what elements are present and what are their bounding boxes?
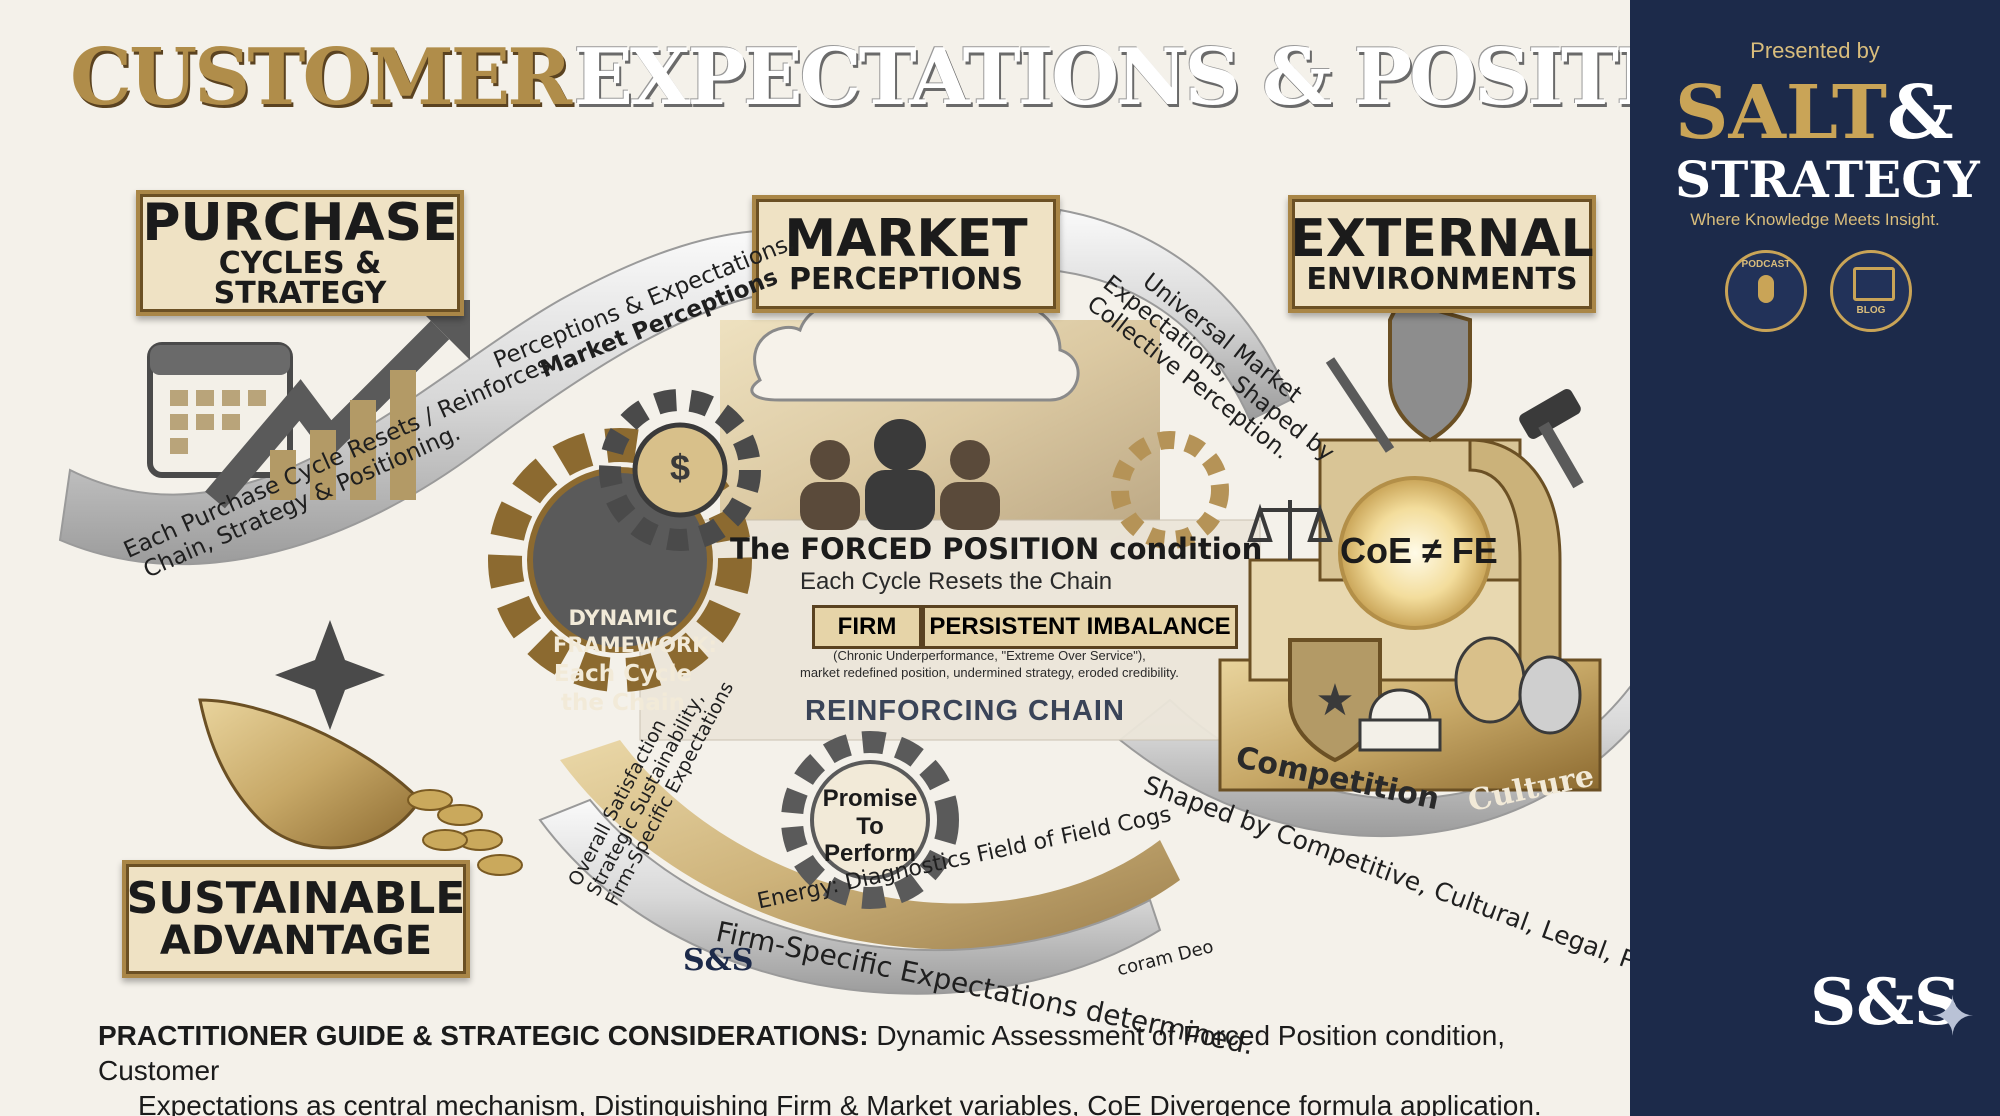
blog-label: BLOG	[1856, 305, 1886, 316]
imbalance-label: PERSISTENT IMBALANCE	[922, 605, 1238, 649]
blog-icon[interactable]: BLOG	[1830, 250, 1912, 332]
footer-line-2: Expectations as central mechanism, Disti…	[138, 1090, 1542, 1116]
rising-arrow-icon	[205, 320, 450, 509]
gear-dollar-icon	[599, 389, 761, 551]
brand-line-2: STRATEGY	[1675, 150, 1980, 209]
capitol-icon	[1358, 688, 1442, 752]
gavel-icon	[1519, 389, 1584, 489]
cornucopia-icon	[198, 698, 422, 850]
dynamic-3: Each Cycle	[553, 660, 693, 687]
forced-note-2: market redefined position, undermined st…	[800, 664, 1179, 680]
box-purchase-small: CYCLES & STRATEGY	[213, 246, 387, 311]
box-sustainable-big: SUSTAINABLE	[126, 873, 466, 924]
dynamic-framework: DYNAMIC FRAMEWORK: Each Cycle the Chain	[553, 605, 717, 719]
forced-subtitle: Each Cycle Resets the Chain	[800, 568, 1113, 595]
dynamic-1: DYNAMIC	[568, 606, 678, 630]
ribbon-bottom-silver	[538, 798, 1162, 995]
gear-right-icon	[1111, 431, 1229, 549]
promise-1: Promise	[822, 785, 918, 812]
brand-line-1: SALT&	[1675, 70, 1954, 156]
podcast-icon[interactable]: PODCAST	[1725, 250, 1807, 332]
gear-promise-icon	[781, 731, 959, 909]
box-sustainable: SUSTAINABLE ADVANTAGE	[122, 860, 470, 978]
dynamic-4: the Chain	[560, 690, 685, 717]
small-logo: S&S	[683, 943, 754, 978]
box-purchase-big: PURCHASE	[142, 193, 458, 253]
dynamic-2: FRAMEWORK:	[553, 633, 717, 658]
box-external-big: EXTERNAL	[1290, 209, 1594, 269]
shield-star-glyph: ★	[1315, 675, 1354, 726]
forced-note: (Chronic Underperformance, "Extreme Over…	[800, 648, 1179, 682]
sword-icon	[1325, 357, 1395, 453]
compass-icon	[275, 620, 385, 730]
ribbon-top-right	[1048, 208, 1292, 422]
tagline: Where Knowledge Meets Insight.	[1690, 210, 1940, 229]
brand-salt: SALT	[1675, 70, 1887, 156]
brand-amp: &	[1886, 70, 1954, 156]
laptop-icon	[1853, 267, 1895, 301]
comedy-mask-icon	[1454, 636, 1526, 724]
microphone-icon	[1758, 275, 1774, 303]
box-external-small: ENVIRONMENTS	[1306, 262, 1578, 297]
reinforcing-chain: REINFORCING CHAIN	[805, 695, 1125, 727]
firm-label: FIRM	[812, 605, 922, 649]
tragedy-mask-icon	[1518, 655, 1582, 735]
footer-line-1: PRACTITIONER GUIDE & STRATEGIC CONSIDERA…	[98, 1018, 1598, 1088]
promise-to-perform: Promise To Perform	[818, 785, 922, 868]
sparkle-icon: ✦	[1930, 987, 1976, 1047]
podcast-label: PODCAST	[1741, 259, 1791, 270]
sidebar-logo-mark: S&S	[1810, 965, 1961, 1040]
forced-note-1: (Chronic Underperformance, "Extreme Over…	[833, 648, 1146, 663]
dollar-icon: $	[669, 447, 691, 488]
box-market-big: MARKET	[784, 209, 1028, 269]
box-market-small: PERCEPTIONS	[789, 262, 1023, 297]
box-sustainable-small: ADVANTAGE	[159, 918, 433, 964]
box-market: MARKET PERCEPTIONS	[752, 195, 1060, 313]
box-external: EXTERNAL ENVIRONMENTS	[1288, 195, 1596, 313]
sidebar: Presented by SALT& STRATEGY Where Knowle…	[1630, 0, 2000, 1116]
ribbon-right-bottom	[1118, 685, 1630, 837]
people-group-icon	[800, 419, 1000, 530]
box-purchase: PURCHASE CYCLES & STRATEGY	[136, 190, 464, 316]
title-part-1: CUSTOMER	[70, 32, 572, 123]
coe-formula: CoE ≠ FE	[1340, 530, 1498, 571]
footer-text: PRACTITIONER GUIDE & STRATEGIC CONSIDERA…	[98, 1018, 1598, 1116]
shield-top-icon	[1388, 297, 1472, 443]
scales-icon	[1247, 500, 1333, 560]
coe-glow	[1338, 476, 1492, 630]
coins-icon	[407, 789, 523, 876]
promise-2: To Perform	[823, 812, 917, 868]
footer-text-1: Dynamic Assessment of Forced Position co…	[98, 1020, 1506, 1086]
bar-chart-icon	[270, 370, 416, 500]
footer-bold: PRACTITIONER GUIDE & STRATEGIC CONSIDERA…	[98, 1020, 869, 1051]
presented-by: Presented by	[1750, 38, 1880, 63]
forced-title: The FORCED POSITION condition	[730, 532, 1263, 566]
